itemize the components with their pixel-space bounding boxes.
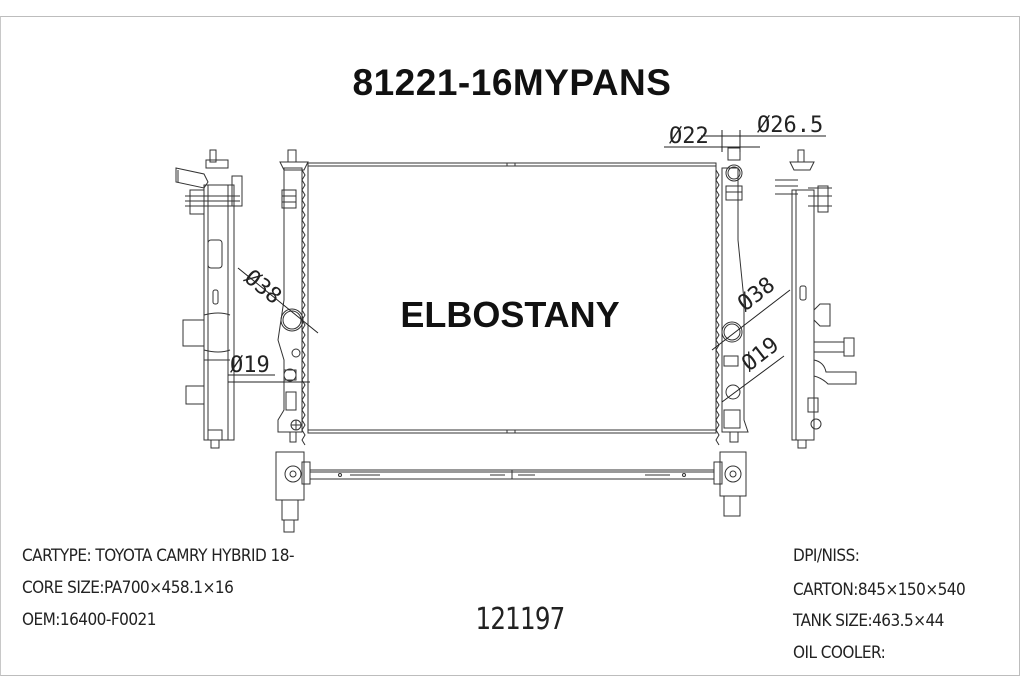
part-number-title: 81221-16MYPANS — [352, 62, 672, 103]
dim-label-inlet-22: Ø22 — [669, 124, 709, 149]
dim-label-left-38: Ø38 — [239, 265, 286, 309]
spec-tank-size: TANK SIZE:463.5×44 — [793, 611, 944, 631]
right-tank — [715, 147, 749, 446]
bottom-view — [275, 451, 747, 533]
spec-oem: OEM:16400-F0021 — [22, 610, 156, 630]
dim-label-inlet-26-5: Ø26.5 — [757, 113, 823, 138]
brand-watermark: ELBOSTANY — [400, 294, 620, 335]
dim-label-left-19: Ø19 — [230, 353, 270, 378]
spec-carton: CARTON:845×150×540 — [793, 580, 966, 600]
radiator-core — [307, 162, 717, 434]
product-code: 121197 — [475, 602, 566, 637]
left-tank — [277, 149, 309, 446]
dimension-lines — [228, 130, 826, 403]
spec-dpi-niss: DPI/NISS: — [793, 546, 860, 566]
dim-label-right-38: Ø38 — [733, 273, 780, 317]
spec-core-size: CORE SIZE:PA700×458.1×16 — [22, 578, 234, 598]
spec-cartype: CARTYPE: TOYOTA CAMRY HYBRID 18- — [22, 546, 294, 566]
drawing-frame — [0, 16, 1020, 676]
right-side-view — [775, 149, 857, 449]
spec-oil-cooler: OIL COOLER: — [793, 643, 886, 663]
left-side-view — [175, 149, 243, 449]
